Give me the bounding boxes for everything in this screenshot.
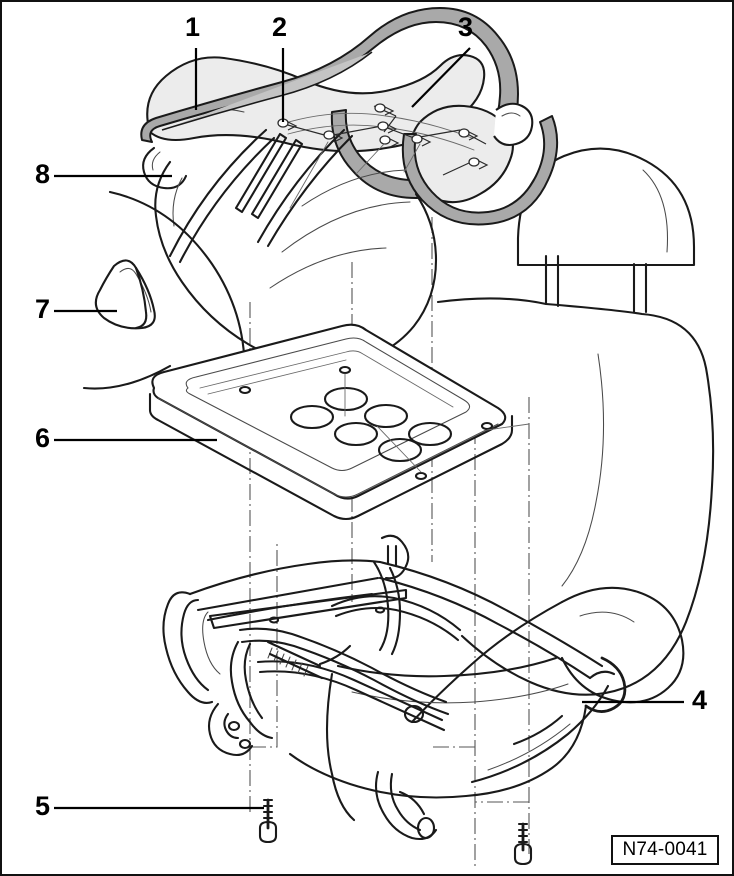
callout-label-4: 4 <box>692 685 708 715</box>
callout-label-6: 6 <box>35 423 51 453</box>
mounting-bolt <box>258 798 278 844</box>
hog-ring-clip <box>458 128 479 141</box>
seat-cushion-foam <box>82 128 438 406</box>
hog-ring-clip <box>374 103 395 116</box>
hog-ring-row <box>234 103 489 220</box>
seat-cover-flap <box>140 7 519 199</box>
hog-ring-clip <box>377 121 398 134</box>
callout-label-5: 5 <box>35 791 51 821</box>
backrest-assembly <box>410 147 715 724</box>
tension-spring <box>266 640 352 680</box>
hog-ring-clip <box>323 130 344 143</box>
seat-cushion-pan <box>148 323 530 521</box>
leader-lines <box>54 47 684 810</box>
mounting-bolt <box>513 822 533 866</box>
centerlines <box>249 217 530 870</box>
figure-code-box: N74-0041 <box>611 835 719 865</box>
triangular-wire-clip <box>94 259 156 330</box>
hog-ring-clip <box>277 118 298 131</box>
hog-ring-clip <box>411 134 432 147</box>
hog-ring-clip <box>442 157 489 176</box>
seat-frame-assembly <box>162 534 627 841</box>
callout-label-3: 3 <box>458 12 474 42</box>
callout-label-7: 7 <box>35 294 51 324</box>
leader-line-3 <box>411 47 471 108</box>
hog-ring-clip <box>379 135 400 148</box>
callout-label-2: 2 <box>272 12 288 42</box>
callout-label-8: 8 <box>35 159 51 189</box>
cover-right-lobe <box>401 102 559 226</box>
callout-label-1: 1 <box>185 12 201 42</box>
